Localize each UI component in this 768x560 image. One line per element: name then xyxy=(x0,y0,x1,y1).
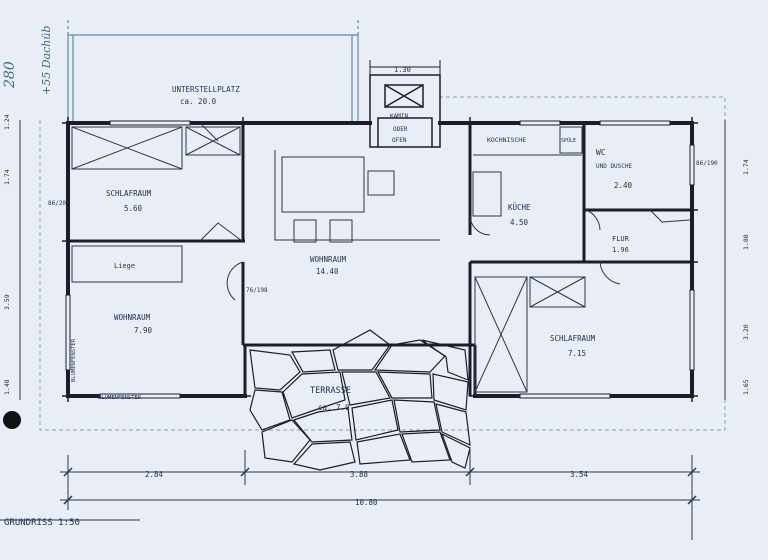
room-flur-area: 1.96 xyxy=(612,246,629,254)
room-wohnraum2-name: WOHNRAUM xyxy=(114,313,151,322)
dim-left-3: 3.59 xyxy=(3,294,11,310)
wardrobes xyxy=(71,126,586,393)
dimension-lines xyxy=(0,120,726,540)
roof-outline xyxy=(39,96,726,431)
dim-bottom-3: 3.54 xyxy=(570,470,589,479)
blumenfenster-side-label: BLUMENFENSTER xyxy=(71,338,77,382)
dim-bottom-2: 3.88 xyxy=(350,470,369,479)
dim-right-1: 1.74 xyxy=(742,159,750,175)
spuele-label: SPÜLE xyxy=(561,137,576,144)
dim-right-2: 1.80 xyxy=(742,234,750,250)
room-wohnraum-name: WOHNRAUM xyxy=(310,255,347,264)
dim-right-3: 3.20 xyxy=(742,324,750,340)
dining-set xyxy=(274,150,440,243)
door-swings xyxy=(199,122,691,301)
room-kochnische-name: KOCHNISCHE xyxy=(487,136,526,144)
room-wc-sub: UND DUSCHE xyxy=(596,163,633,170)
room-schlafraum1-area: 5.60 xyxy=(124,204,143,213)
margin-roof-note: +55 Dachüb xyxy=(40,26,53,95)
blumenfenster-bottom-label: BLUMENFENSTER xyxy=(98,395,142,401)
liege-bed xyxy=(71,245,183,283)
dim-door-1: 86/200 xyxy=(48,200,70,207)
room-wohnraum2-area: 7.90 xyxy=(134,326,153,335)
room-terrasse-name: TERRASSE xyxy=(310,386,351,396)
kamin-ofen-label: OFEN xyxy=(392,137,407,144)
dim-door-3: 86/190 xyxy=(696,160,718,167)
terrace-flagstones xyxy=(249,329,471,471)
margin-height-note: 280 xyxy=(2,61,18,89)
room-kueche-area: 4.50 xyxy=(510,218,529,227)
carport-outline xyxy=(67,20,359,122)
room-flur-name: FLUR xyxy=(612,235,630,243)
room-wc-area: 2.40 xyxy=(614,181,633,190)
wall-post-marks xyxy=(62,117,698,402)
dim-left-4: 1.48 xyxy=(3,379,11,395)
dim-bottom-1: 2.84 xyxy=(145,470,164,479)
room-unterstell-area: ca. 20.0 xyxy=(180,97,217,106)
dim-door-2: 76/198 xyxy=(246,287,268,294)
plan-title: GRUNDRISS 1:50 xyxy=(4,518,80,528)
dim-total: 10.80 xyxy=(355,498,378,507)
room-schlafraum2-name: SCHLAFRAUM xyxy=(550,334,596,343)
room-schlafraum1-name: SCHLAFRAUM xyxy=(106,189,152,198)
dimension-ticks xyxy=(63,467,697,505)
room-unterstell-name: UNTERSTELLPLATZ xyxy=(172,85,240,94)
liege-label: Liege xyxy=(114,262,135,270)
room-wc-name: WC xyxy=(596,148,606,157)
windows xyxy=(65,120,695,399)
room-schlafraum2-area: 7.15 xyxy=(568,349,586,358)
kamin-label: KAMIN xyxy=(390,113,408,120)
dim-left-1: 1.24 xyxy=(3,114,11,130)
room-wohnraum-area: 14.40 xyxy=(316,267,339,276)
room-terrasse-area: ca. 7.0 xyxy=(318,403,350,412)
dim-right-4: 1.65 xyxy=(742,379,750,395)
punch-hole xyxy=(3,411,21,429)
dim-top: 1.30 xyxy=(394,66,411,74)
room-kueche-name: KÜCHE xyxy=(508,203,531,212)
kamin-oder-label: ODER xyxy=(393,126,408,133)
fireplace xyxy=(369,60,441,148)
dim-left-2: 1.74 xyxy=(3,169,11,185)
